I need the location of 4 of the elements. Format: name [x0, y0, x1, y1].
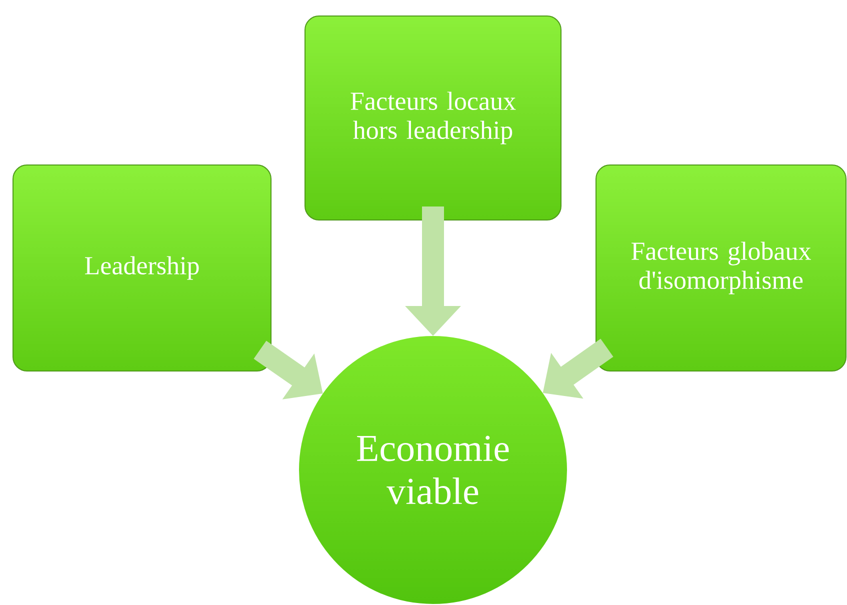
process-box: Facteurs locaux hors leadership	[304, 16, 562, 220]
process-box: Leadership	[12, 164, 272, 372]
circle-node: Economie viable	[297, 334, 569, 605]
process-box: Facteurs globaux d'isomorphisme	[596, 164, 846, 372]
